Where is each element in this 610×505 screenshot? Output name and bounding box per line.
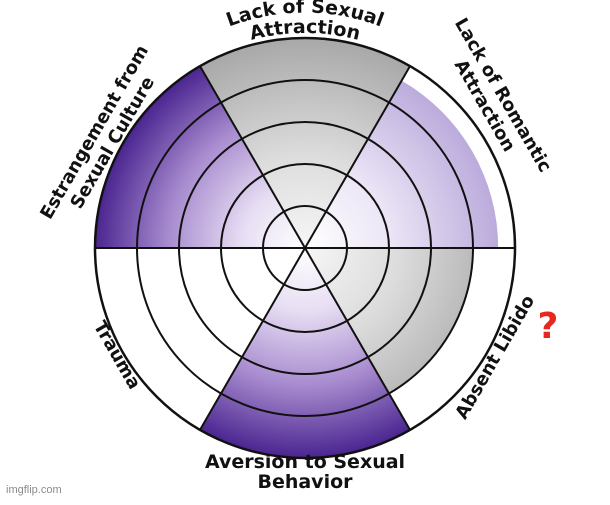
segment-label-lower-right: Absent Libido (451, 292, 539, 423)
segment-fill-6 (95, 66, 305, 248)
segment-fills (95, 37, 499, 459)
segment-label-bottom-line2: Behavior (257, 471, 353, 493)
question-mark-annotation: ? (538, 306, 559, 347)
segment-label-bottom-line1: Aversion to Sexual (205, 451, 405, 473)
segment-fill-2 (305, 80, 499, 249)
segment-fill-4 (200, 248, 410, 459)
spoke-3 (199, 65, 411, 431)
segment-fill-1 (200, 37, 410, 248)
segment-label-lower-left: Trauma (89, 318, 145, 393)
segment-fill-3 (305, 248, 473, 394)
wheel-grid (93, 36, 517, 460)
watermark: imgflip.com (6, 484, 62, 496)
